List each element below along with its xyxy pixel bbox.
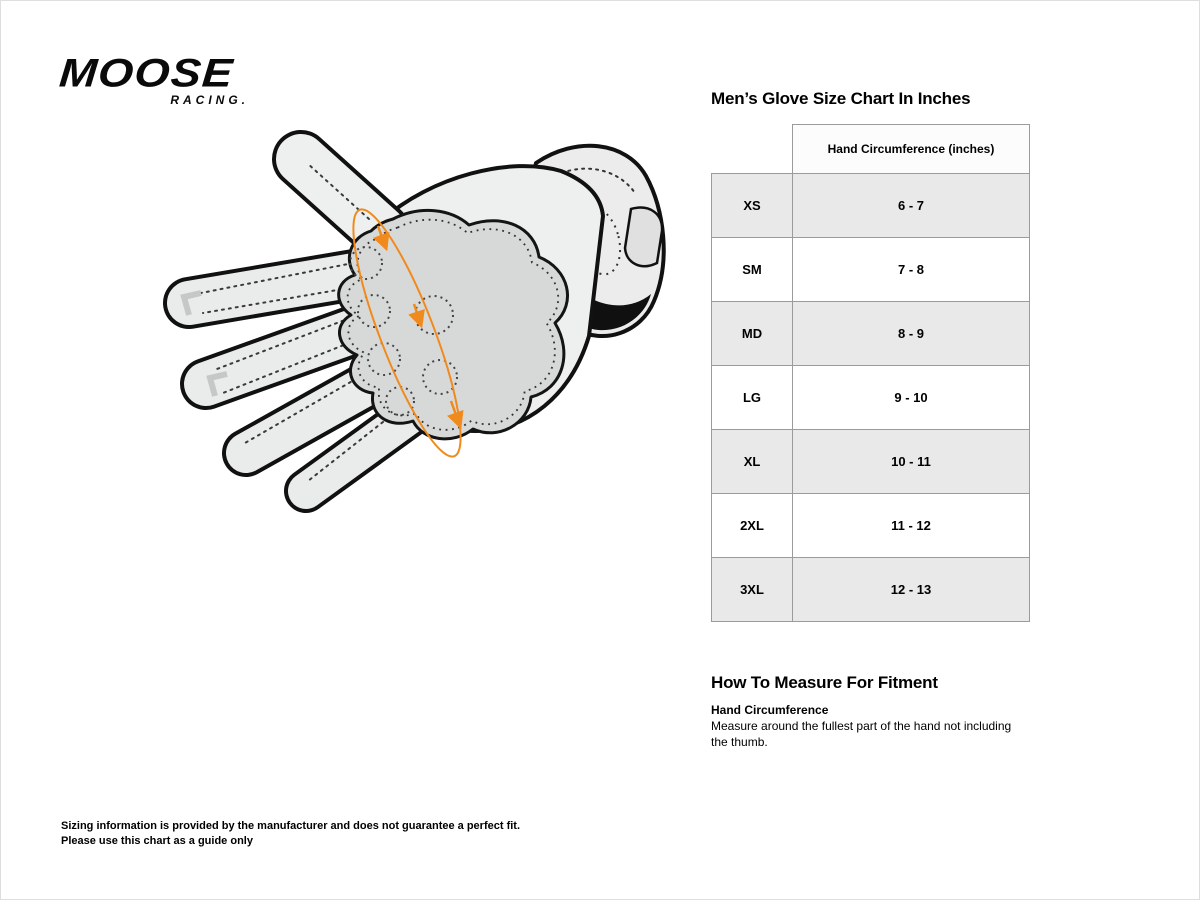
measurement-ellipse (352, 208, 462, 458)
how-to-measure-title: How To Measure For Fitment (711, 673, 938, 692)
brand-logo-moose: MOOSE (57, 50, 236, 96)
brand-logo: MOOSE RACING. (58, 51, 251, 107)
fingertip-logo-marks (180, 290, 228, 397)
palm-pad-stitching (346, 218, 560, 431)
size-range: 12 - 13 (792, 557, 1030, 622)
glove-illustration (163, 130, 666, 513)
size-label: MD (711, 301, 793, 366)
table-row: LG 9 - 10 (711, 365, 1030, 430)
table-row: 3XL 12 - 13 (711, 557, 1030, 622)
table-row: SM 7 - 8 (711, 237, 1030, 302)
table-row: 2XL 11 - 12 (711, 493, 1030, 558)
size-label: 3XL (711, 557, 793, 622)
palm-pad-group (337, 208, 570, 441)
size-label: XL (711, 429, 793, 494)
circumference-measurement (352, 208, 464, 458)
hand-circumference-instructions: Measure around the fullest part of the h… (711, 719, 1012, 749)
table-row: XL 10 - 11 (711, 429, 1030, 494)
size-chart-empty-header (712, 125, 793, 174)
size-chart-header-row: Hand Circumference (inches) (712, 124, 1030, 174)
size-label: XS (711, 173, 793, 238)
cuff-stitch-oval (576, 206, 622, 276)
knuckle-pads (349, 246, 458, 416)
size-range: 7 - 8 (792, 237, 1030, 302)
size-chart-title: Men’s Glove Size Chart In Inches (711, 89, 971, 108)
size-chart-table: Hand Circumference (inches) XS 6 - 7 SM … (711, 124, 1030, 622)
size-chart-column-header: Hand Circumference (inches) (792, 124, 1030, 174)
size-range: 6 - 7 (792, 173, 1030, 238)
table-row: XS 6 - 7 (711, 173, 1030, 238)
table-row: MD 8 - 9 (711, 301, 1030, 366)
size-range: 9 - 10 (792, 365, 1030, 430)
size-label: 2XL (711, 493, 793, 558)
disclaimer: Sizing information is provided by the ma… (61, 819, 520, 850)
measurement-arrows (372, 225, 464, 430)
size-label: LG (711, 365, 793, 430)
cuff-stitch-arc (548, 167, 636, 194)
size-range: 8 - 9 (792, 301, 1030, 366)
size-range: 11 - 12 (792, 493, 1030, 558)
hand-circumference-label: Hand Circumference (711, 703, 829, 717)
disclaimer-line-1: Sizing information is provided by the ma… (61, 820, 521, 832)
size-label: SM (711, 237, 793, 302)
cuff-strap-tab (623, 206, 664, 268)
size-range: 10 - 11 (792, 429, 1030, 494)
disclaimer-line-2: Please use this chart as a guide only (61, 835, 253, 848)
brand-logo-racing: RACING. (170, 93, 249, 107)
palm-pad (337, 208, 570, 441)
how-to-measure-section: How To Measure For Fitment Hand Circumfe… (711, 673, 1031, 750)
